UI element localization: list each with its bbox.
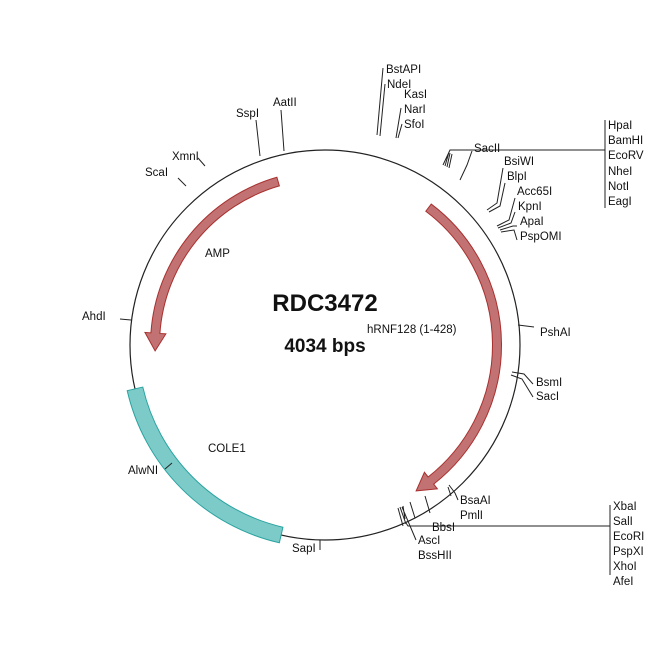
site-xbai[interactable]: XbaI <box>613 501 637 513</box>
site-ecorv[interactable]: EcoRV <box>608 150 644 162</box>
site-sali[interactable]: SalI <box>613 516 633 528</box>
cole1-feature[interactable] <box>126 386 284 544</box>
site-bsmi[interactable]: BsmI <box>536 377 562 389</box>
plasmid-size: 4034 bps <box>284 336 365 357</box>
site-leader-lines <box>119 67 611 575</box>
backbone-circle <box>129 149 521 541</box>
site-nari[interactable]: NarI <box>404 104 426 116</box>
site-noti[interactable]: NotI <box>608 181 629 193</box>
site-bsiwi[interactable]: BsiWI <box>504 156 534 168</box>
site-bbsi[interactable]: BbsI <box>432 522 455 534</box>
site-nhei[interactable]: NheI <box>608 166 632 178</box>
site-acc65i[interactable]: Acc65I <box>517 186 552 198</box>
site-apai[interactable]: ApaI <box>520 216 544 228</box>
site-bamhi[interactable]: BamHI <box>608 135 643 147</box>
site-ndei[interactable]: NdeI <box>387 79 411 91</box>
feature-label-hrnf128: hRNF128 (1-428) <box>367 324 457 336</box>
site-pspxi[interactable]: PspXI <box>613 546 644 558</box>
site-pmli[interactable]: PmlI <box>460 510 483 522</box>
site-ahdi[interactable]: AhdI <box>82 311 106 323</box>
site-bsshii[interactable]: BssHII <box>418 550 452 562</box>
site-hpai[interactable]: HpaI <box>608 120 632 132</box>
site-sacii[interactable]: SacII <box>474 143 500 155</box>
site-bsaai[interactable]: BsaAI <box>460 495 491 507</box>
site-asci[interactable]: AscI <box>418 535 440 547</box>
site-pspomi[interactable]: PspOMI <box>520 231 562 243</box>
site-kasi[interactable]: KasI <box>404 89 427 101</box>
site-eagi[interactable]: EagI <box>608 196 632 208</box>
site-ecori[interactable]: EcoRI <box>613 531 644 543</box>
feature-label-amp: AMP <box>205 248 230 260</box>
site-xhoi[interactable]: XhoI <box>613 561 637 573</box>
restriction-sites: BstAPI NdeI KasI NarI SfoI SacII HpaI Ba… <box>82 64 644 588</box>
feature-label-cole1: COLE1 <box>208 443 246 455</box>
site-sfoi[interactable]: SfoI <box>404 119 424 131</box>
site-alwni[interactable]: AlwNI <box>128 465 158 477</box>
plasmid-name: RDC3472 <box>272 290 377 317</box>
site-kpni[interactable]: KpnI <box>518 201 542 213</box>
site-pshai[interactable]: PshAI <box>540 327 571 339</box>
site-saci[interactable]: SacI <box>536 391 559 403</box>
hrnf128-feature-arrow[interactable] <box>415 203 502 492</box>
site-bstapi[interactable]: BstAPI <box>386 64 421 76</box>
site-sspi[interactable]: SspI <box>236 108 259 120</box>
site-sapi[interactable]: SapI <box>292 543 316 555</box>
site-blpi[interactable]: BlpI <box>507 171 527 183</box>
site-xmni[interactable]: XmnI <box>172 151 199 163</box>
site-afei[interactable]: AfeI <box>613 576 633 588</box>
site-aatii[interactable]: AatII <box>273 97 297 109</box>
amp-feature-arrow[interactable] <box>144 176 281 352</box>
site-scai[interactable]: ScaI <box>145 167 168 179</box>
